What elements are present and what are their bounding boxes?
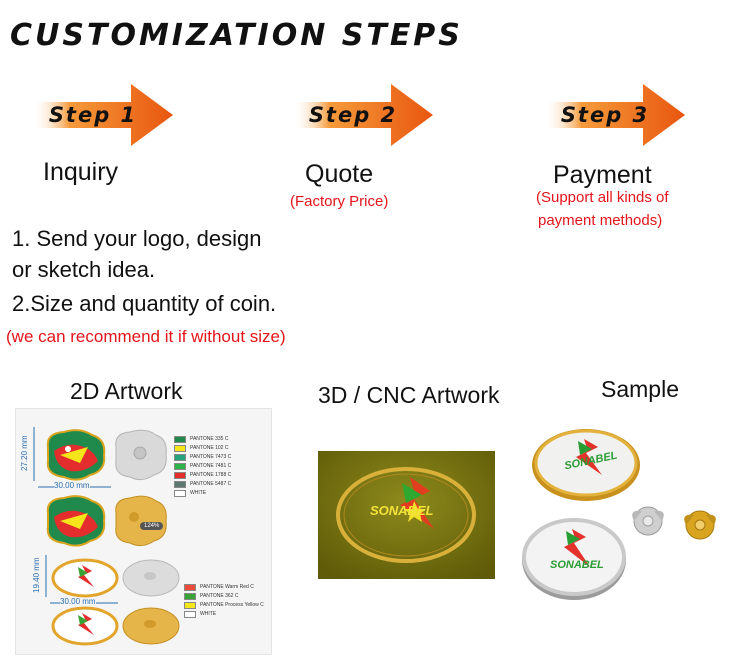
swatch-color xyxy=(174,462,186,470)
section-2d-artwork-heading: 2D Artwork xyxy=(70,378,183,404)
swatch-label: PANTONE 7481 C xyxy=(190,463,232,469)
swatch-color xyxy=(184,583,196,591)
swatch-row: PANTONE 7481 C xyxy=(174,462,231,470)
swatch-row: PANTONE 102 C xyxy=(174,444,231,452)
dim-height-top: 27.20 mm xyxy=(20,435,29,471)
sample-logo-text-bottom: SONABEL xyxy=(550,559,604,571)
swatch-row: PANTONE 7473 C xyxy=(174,453,231,461)
dim-height-bottom: 19.40 mm xyxy=(32,557,41,593)
swatch-row: PANTONE 5487 C xyxy=(174,480,231,488)
sample-pins-image xyxy=(522,429,716,600)
page-title: CUSTOMIZATION STEPS xyxy=(10,18,463,53)
step-3-label: Step 3 xyxy=(560,103,650,127)
swatch-color xyxy=(174,453,186,461)
swatch-label: WHITE xyxy=(190,490,207,496)
oval-pin-artwork-top xyxy=(51,558,119,598)
step-2-label: Step 2 xyxy=(308,103,398,127)
swatch-color xyxy=(174,471,186,479)
requirement-1-line2: or sketch idea. xyxy=(12,257,156,282)
section-sample-heading: Sample xyxy=(601,376,679,402)
pin-back-gold xyxy=(115,495,167,547)
artwork-3d-panel: SONABEL xyxy=(318,451,495,579)
swatch-row: PANTONE 362 C xyxy=(184,592,264,600)
swatch-color xyxy=(184,592,196,600)
color-swatches-top: PANTONE 335 C PANTONE 102 C PANTONE 7473… xyxy=(174,435,231,498)
cnc-oval-logo xyxy=(318,451,495,579)
swatch-label: PANTONE 5487 C xyxy=(190,481,232,487)
requirement-2: 2.Size and quantity of coin. xyxy=(12,291,277,316)
requirement-note: (we can recommend it if without size) xyxy=(6,327,286,346)
step-1-label: Step 1 xyxy=(48,103,138,127)
arrow-right-icon xyxy=(547,84,685,146)
swatch-label: PANTONE 335 C xyxy=(190,436,229,442)
step-3-note-line1: (Support all kinds of xyxy=(536,189,669,206)
step-2-note: (Factory Price) xyxy=(290,193,389,210)
swatch-row: WHITE xyxy=(184,610,264,618)
swatch-color xyxy=(174,489,186,497)
pin-artwork-colored-middle xyxy=(46,495,106,547)
pin-back-silver-top xyxy=(115,429,167,481)
swatch-color xyxy=(184,601,196,609)
step-2-name: Quote xyxy=(305,160,374,188)
swatch-label: PANTONE Process Yellow C xyxy=(200,602,264,608)
swatch-row: PANTONE Warm Red C xyxy=(184,583,264,591)
section-3d-artwork-heading: 3D / CNC Artwork xyxy=(318,382,500,408)
step-3-name: Payment xyxy=(553,161,652,189)
pin-artwork-colored-top xyxy=(46,429,106,481)
swatch-color xyxy=(184,610,196,618)
oval-pin-artwork-bottom xyxy=(51,606,119,646)
swatch-label: PANTONE 362 C xyxy=(200,593,239,599)
swatch-color xyxy=(174,444,186,452)
swatch-label: PANTONE Warm Red C xyxy=(200,584,254,590)
swatch-color xyxy=(174,435,186,443)
step-1-name: Inquiry xyxy=(43,158,119,186)
step-3-arrow: Step 3 xyxy=(545,80,687,150)
color-swatches-bottom: PANTONE Warm Red C PANTONE 362 C PANTONE… xyxy=(184,583,264,619)
step-2-arrow: Step 2 xyxy=(293,80,435,150)
zoom-badge: 124% xyxy=(140,522,164,530)
dim-width-bottom: 30.00 mm xyxy=(60,597,96,606)
artwork-2d-panel: 27.20 mm 30.00 mm 19.40 mm 30.00 mm PANT… xyxy=(15,408,272,655)
arrow-right-icon xyxy=(295,84,433,146)
swatch-label: PANTONE 102 C xyxy=(190,445,229,451)
oval-pin-back-silver xyxy=(122,559,180,597)
swatch-row: PANTONE 1788 C xyxy=(174,471,231,479)
swatch-row: WHITE xyxy=(174,489,231,497)
dim-width-top: 30.00 mm xyxy=(54,481,90,490)
sample-photo: SONABEL SONABEL xyxy=(518,413,748,653)
swatch-row: PANTONE 335 C xyxy=(174,435,231,443)
swatch-color xyxy=(174,480,186,488)
requirement-1-line1: 1. Send your logo, design xyxy=(12,226,262,251)
step-3-note-line2: payment methods) xyxy=(538,212,663,229)
swatch-label: PANTONE 1788 C xyxy=(190,472,232,478)
arrow-right-icon xyxy=(35,84,173,146)
step-1-arrow: Step 1 xyxy=(33,80,175,150)
cnc-logo-text: SONABEL xyxy=(370,503,434,518)
oval-pin-back-gold xyxy=(122,607,180,645)
swatch-row: PANTONE Process Yellow C xyxy=(184,601,264,609)
swatch-label: WHITE xyxy=(200,611,217,617)
swatch-label: PANTONE 7473 C xyxy=(190,454,232,460)
